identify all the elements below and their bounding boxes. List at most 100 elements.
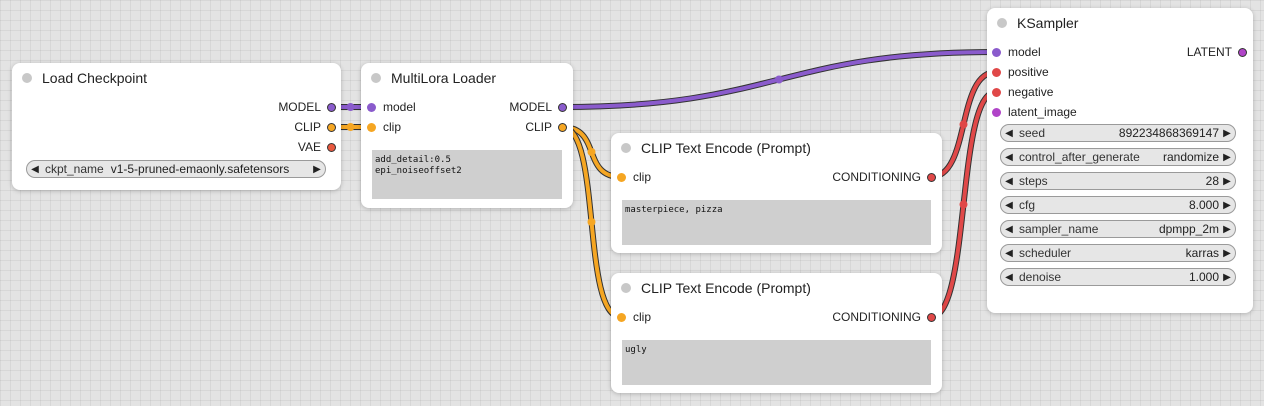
- output-slot-model[interactable]: MODEL: [278, 99, 336, 115]
- ckpt-name-combo[interactable]: ◀ ckpt_name v1-5-pruned-emaonly.safetens…: [26, 160, 326, 178]
- wire-model-checkpoint-to-lora-midpoint-dot[interactable]: [346, 103, 355, 111]
- clip-socket-icon[interactable]: [327, 122, 336, 132]
- prompt-text-area[interactable]: masterpiece, pizza: [622, 200, 931, 245]
- slot-label: VAE: [297, 140, 321, 154]
- slot-label: CONDITIONING: [832, 310, 921, 324]
- clip-socket-icon[interactable]: [558, 122, 567, 132]
- latent-socket-icon[interactable]: [1238, 47, 1247, 57]
- input-slot-model[interactable]: model: [992, 44, 1041, 60]
- output-slot-conditioning[interactable]: CONDITIONING: [832, 309, 936, 325]
- clip-text-encode-positive-node[interactable]: CLIP Text Encode (Prompt) clip CONDITION…: [611, 133, 942, 253]
- collapse-dot-icon[interactable]: [22, 73, 32, 83]
- arrow-right-icon[interactable]: ▶: [1223, 247, 1231, 259]
- node-header[interactable]: CLIP Text Encode (Prompt): [611, 133, 942, 163]
- ksampler-node[interactable]: KSampler model positive negative latent_…: [987, 8, 1253, 313]
- slot-label: CONDITIONING: [832, 170, 921, 184]
- widget-name: cfg: [1019, 198, 1036, 212]
- conditioning-socket-icon[interactable]: [927, 172, 936, 182]
- widget-name: seed: [1019, 126, 1046, 140]
- output-slot-vae[interactable]: VAE: [298, 139, 336, 155]
- arrow-right-icon[interactable]: ▶: [1223, 271, 1231, 283]
- prompt-text-area[interactable]: ugly: [622, 340, 931, 385]
- arrow-left-icon[interactable]: ◀: [1005, 199, 1013, 211]
- widget-value: 1.000: [1188, 270, 1219, 284]
- slot-label: model: [1008, 45, 1041, 59]
- load-checkpoint-node[interactable]: Load Checkpoint MODEL CLIP VAE ◀ ckpt_na…: [12, 63, 341, 190]
- clip-socket-icon[interactable]: [367, 122, 376, 132]
- model-socket-icon[interactable]: [367, 102, 376, 112]
- multilora-loader-node[interactable]: MultiLora Loader model clip MODEL CLIP a…: [361, 63, 573, 208]
- clip-socket-icon[interactable]: [617, 312, 626, 322]
- input-slot-latent-image[interactable]: latent_image: [992, 104, 1077, 120]
- widget-value: 28: [1205, 174, 1219, 188]
- slot-label: clip: [383, 120, 402, 134]
- arrow-left-icon[interactable]: ◀: [1005, 223, 1013, 235]
- slot-label: clip: [633, 310, 652, 324]
- collapse-dot-icon[interactable]: [997, 18, 1007, 28]
- output-slot-model[interactable]: MODEL: [509, 99, 567, 115]
- widget-name: denoise: [1019, 270, 1062, 284]
- input-slot-positive[interactable]: positive: [992, 64, 1049, 80]
- wire-conditioning-negative-midpoint-dot[interactable]: [959, 200, 968, 209]
- wire-conditioning-positive-midpoint-dot[interactable]: [959, 120, 968, 129]
- collapse-dot-icon[interactable]: [621, 283, 631, 293]
- widget-value: v1-5-pruned-emaonly.safetensors: [110, 162, 290, 176]
- arrow-right-icon[interactable]: ▶: [1223, 175, 1231, 187]
- arrow-right-icon[interactable]: ▶: [1223, 223, 1231, 235]
- lora-text-area[interactable]: add_detail:0.5 epi_noiseoffset2: [372, 150, 562, 199]
- node-title: Load Checkpoint: [42, 70, 148, 86]
- conditioning-socket-icon[interactable]: [992, 67, 1001, 77]
- output-slot-clip[interactable]: CLIP: [294, 119, 336, 135]
- node-header[interactable]: MultiLora Loader: [361, 63, 573, 93]
- scheduler-widget[interactable]: ◀ scheduler karras ▶: [1000, 244, 1236, 262]
- node-header[interactable]: KSampler: [987, 8, 1253, 38]
- arrow-left-icon[interactable]: ◀: [1005, 175, 1013, 187]
- input-slot-negative[interactable]: negative: [992, 84, 1053, 100]
- denoise-widget[interactable]: ◀ denoise 1.000 ▶: [1000, 268, 1236, 286]
- model-socket-icon[interactable]: [558, 102, 567, 112]
- arrow-left-icon[interactable]: ◀: [1005, 271, 1013, 283]
- output-slot-latent[interactable]: LATENT: [1187, 44, 1247, 60]
- arrow-right-icon[interactable]: ▶: [313, 163, 321, 175]
- slot-label: model: [383, 100, 416, 114]
- collapse-dot-icon[interactable]: [371, 73, 381, 83]
- input-slot-model[interactable]: model: [367, 99, 416, 115]
- wire-clip-checkpoint-to-lora-midpoint-dot[interactable]: [346, 123, 355, 131]
- arrow-left-icon[interactable]: ◀: [1005, 151, 1013, 163]
- clip-text-encode-negative-node[interactable]: CLIP Text Encode (Prompt) clip CONDITION…: [611, 273, 942, 393]
- input-slot-clip[interactable]: clip: [617, 309, 651, 325]
- wire-clip-lora-to-negative-midpoint-dot[interactable]: [587, 218, 596, 226]
- model-socket-icon[interactable]: [327, 102, 336, 112]
- node-title: CLIP Text Encode (Prompt): [641, 280, 811, 296]
- input-slot-clip[interactable]: clip: [367, 119, 401, 135]
- arrow-left-icon[interactable]: ◀: [31, 163, 39, 175]
- collapse-dot-icon[interactable]: [621, 143, 631, 153]
- conditioning-socket-icon[interactable]: [992, 87, 1001, 97]
- input-slot-clip[interactable]: clip: [617, 169, 651, 185]
- output-slot-clip[interactable]: CLIP: [525, 119, 567, 135]
- slot-label: CLIP: [294, 120, 321, 134]
- latent-socket-icon[interactable]: [992, 107, 1001, 117]
- model-socket-icon[interactable]: [992, 47, 1001, 57]
- sampler-name-widget[interactable]: ◀ sampler_name dpmpp_2m ▶: [1000, 220, 1236, 238]
- arrow-left-icon[interactable]: ◀: [1005, 127, 1013, 139]
- clip-socket-icon[interactable]: [617, 172, 626, 182]
- node-header[interactable]: Load Checkpoint: [12, 63, 341, 93]
- arrow-right-icon[interactable]: ▶: [1223, 199, 1231, 211]
- wire-model-lora-to-ksampler-midpoint-dot[interactable]: [775, 75, 783, 84]
- output-slot-conditioning[interactable]: CONDITIONING: [832, 169, 936, 185]
- node-header[interactable]: CLIP Text Encode (Prompt): [611, 273, 942, 303]
- wire-clip-lora-to-positive-midpoint-dot[interactable]: [587, 148, 596, 156]
- steps-widget[interactable]: ◀ steps 28 ▶: [1000, 172, 1236, 190]
- control-after-generate-widget[interactable]: ◀ control_after_generate randomize ▶: [1000, 148, 1236, 166]
- arrow-right-icon[interactable]: ▶: [1223, 127, 1231, 139]
- arrow-right-icon[interactable]: ▶: [1223, 151, 1231, 163]
- cfg-widget[interactable]: ◀ cfg 8.000 ▶: [1000, 196, 1236, 214]
- vae-socket-icon[interactable]: [327, 142, 336, 152]
- slot-label: negative: [1008, 85, 1054, 99]
- conditioning-socket-icon[interactable]: [927, 312, 936, 322]
- seed-widget[interactable]: ◀ seed 892234868369147 ▶: [1000, 124, 1236, 142]
- arrow-left-icon[interactable]: ◀: [1005, 247, 1013, 259]
- slot-label: latent_image: [1008, 105, 1077, 119]
